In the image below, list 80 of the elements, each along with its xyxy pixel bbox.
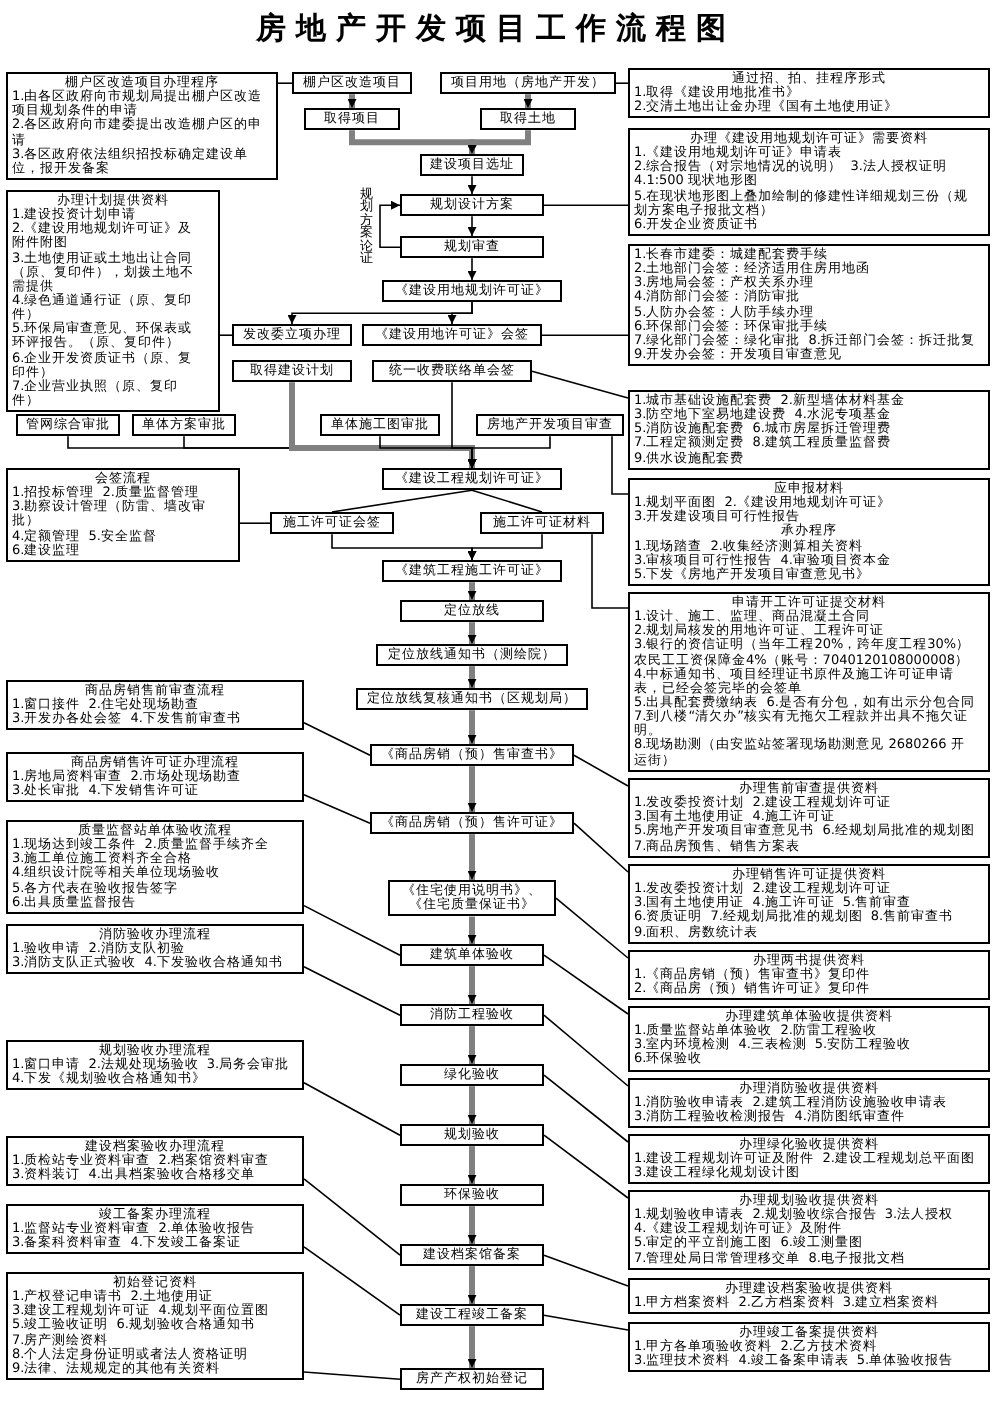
info-box bbox=[628, 68, 990, 119]
arrow bbox=[467, 582, 477, 600]
info-box bbox=[6, 468, 240, 562]
arrow bbox=[379, 200, 401, 248]
leader-line bbox=[303, 1371, 401, 1380]
info-box bbox=[6, 820, 304, 914]
leader-line bbox=[331, 489, 473, 513]
leader-line bbox=[303, 794, 371, 824]
info-box bbox=[628, 778, 990, 858]
arrow bbox=[467, 966, 477, 1004]
info-box bbox=[6, 190, 220, 413]
leader-line bbox=[591, 533, 629, 609]
leader-line bbox=[555, 897, 629, 959]
leader-line bbox=[573, 754, 629, 787]
info-box bbox=[6, 72, 278, 180]
info-box bbox=[628, 864, 990, 944]
arrow bbox=[467, 1026, 477, 1064]
arrow bbox=[467, 1326, 477, 1368]
info-box bbox=[628, 478, 990, 586]
leader-line bbox=[541, 334, 629, 336]
leader-line bbox=[303, 722, 371, 756]
leader-line bbox=[543, 954, 629, 1015]
leader-line bbox=[543, 1314, 629, 1331]
arrow bbox=[467, 435, 551, 469]
info-box bbox=[628, 1190, 990, 1270]
info-box bbox=[628, 1006, 990, 1072]
leader-line bbox=[303, 966, 401, 1016]
leader-line bbox=[611, 435, 629, 495]
arrow bbox=[467, 666, 477, 688]
arrow bbox=[467, 533, 543, 561]
leader-line bbox=[471, 489, 543, 513]
info-box bbox=[6, 1204, 304, 1255]
info-box bbox=[6, 680, 304, 731]
leader-line bbox=[543, 1074, 629, 1143]
arrow bbox=[447, 301, 473, 325]
arrow bbox=[467, 1146, 477, 1184]
leader-line bbox=[219, 334, 233, 336]
arrow bbox=[467, 1206, 477, 1244]
arrow bbox=[467, 215, 477, 237]
info-box bbox=[6, 1040, 304, 1091]
arrow bbox=[467, 175, 477, 195]
info-box bbox=[628, 1322, 990, 1373]
leader-line bbox=[303, 1178, 401, 1256]
leader-line bbox=[531, 370, 629, 399]
info-box bbox=[628, 390, 990, 470]
arrow bbox=[347, 94, 357, 108]
leader-line bbox=[303, 904, 401, 956]
info-box bbox=[628, 128, 990, 236]
leader-line bbox=[303, 1082, 401, 1136]
leader-line bbox=[543, 204, 629, 206]
diagram-title: 房地产开发项目工作流程图 bbox=[256, 10, 736, 46]
arrow bbox=[289, 382, 477, 468]
arrow bbox=[467, 1266, 477, 1304]
arrow bbox=[467, 1086, 477, 1124]
arrow bbox=[467, 257, 477, 281]
leader-line bbox=[543, 1254, 629, 1287]
info-box bbox=[628, 244, 990, 367]
arrow bbox=[523, 94, 533, 108]
leader-line bbox=[277, 82, 293, 84]
arrow bbox=[467, 916, 477, 944]
info-box bbox=[628, 1278, 990, 1315]
arrow bbox=[467, 834, 477, 880]
leader-line bbox=[573, 822, 629, 873]
leader-line bbox=[303, 1246, 401, 1316]
leader-line bbox=[543, 1014, 629, 1087]
arrow bbox=[467, 130, 531, 154]
info-box bbox=[628, 592, 990, 772]
leader-line bbox=[239, 522, 271, 524]
info-box bbox=[628, 950, 990, 1001]
arrow bbox=[467, 710, 477, 744]
info-box bbox=[6, 1272, 304, 1380]
arrow bbox=[467, 766, 477, 812]
info-box bbox=[6, 1136, 304, 1187]
info-box bbox=[628, 1078, 990, 1129]
info-box bbox=[6, 752, 304, 803]
leader-line bbox=[543, 1134, 629, 1199]
info-box bbox=[628, 1134, 990, 1185]
arrow bbox=[467, 622, 477, 644]
info-box bbox=[6, 924, 304, 975]
leader-line bbox=[615, 82, 629, 84]
